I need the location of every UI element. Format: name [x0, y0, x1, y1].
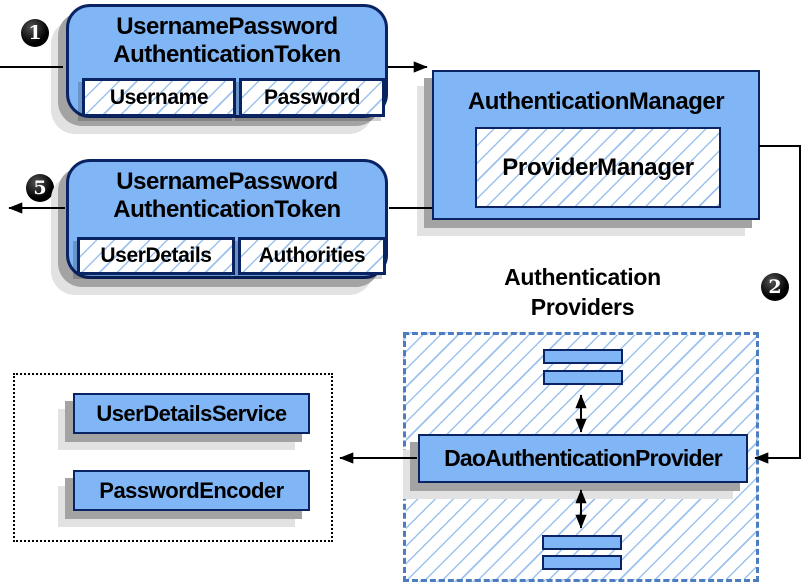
step-2-badge: 2 [761, 273, 789, 301]
provider-placeholder-bar [543, 370, 623, 385]
provider-placeholder-bar [542, 535, 622, 550]
token-response-title-line1: UsernamePassword [116, 168, 338, 195]
node-provider-manager: ProviderManager [475, 127, 721, 208]
field-userdetails: UserDetails [77, 237, 235, 275]
token-response-title-line2: AuthenticationToken [113, 196, 341, 223]
authentication-providers-title-line1: Authentication [504, 264, 661, 290]
token-response-title: UsernamePassword AuthenticationToken [69, 162, 385, 224]
step-1-badge: 1 [21, 19, 49, 47]
field-password: Password [239, 78, 385, 117]
node-password-encoder: PasswordEncoder [73, 470, 310, 511]
token-request-title-line1: UsernamePassword [116, 13, 338, 40]
node-authentication-manager: AuthenticationManager ProviderManager [432, 70, 760, 220]
node-token-request: UsernamePassword AuthenticationToken Use… [66, 4, 388, 118]
token-request-title-line2: AuthenticationToken [113, 41, 341, 68]
authentication-manager-title: AuthenticationManager [467, 88, 725, 115]
field-authorities: Authorities [238, 237, 386, 275]
node-dao-authentication-provider: DaoAuthenticationProvider [418, 434, 748, 483]
node-user-details-service: UserDetailsService [73, 393, 310, 434]
step-5-badge: 5 [26, 174, 54, 202]
field-username: Username [82, 78, 236, 117]
authentication-providers-title-line2: Providers [530, 294, 635, 320]
provider-placeholder-bar [543, 349, 623, 364]
token-request-title: UsernamePassword AuthenticationToken [69, 7, 385, 69]
authentication-providers-title: Authentication Providers [460, 262, 705, 322]
connector-manager-to-provider-arrow [754, 145, 801, 464]
node-token-response: UsernamePassword AuthenticationToken Use… [66, 159, 388, 279]
provider-placeholder-bar [542, 555, 622, 570]
